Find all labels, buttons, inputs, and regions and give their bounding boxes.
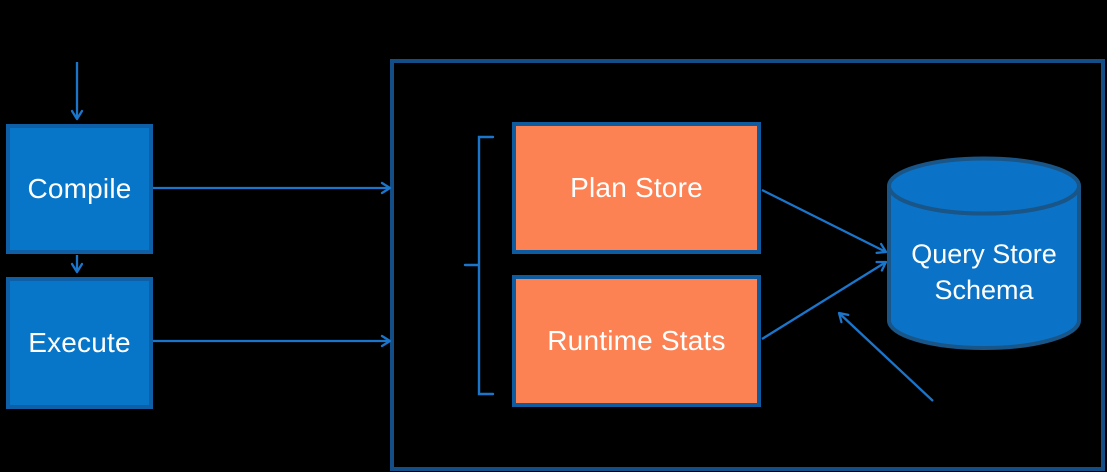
query-store-schema-label-line2: Schema xyxy=(934,275,1034,305)
plan-store-label: Plan Store xyxy=(570,172,703,203)
arrow-runtime-stats-to-schema xyxy=(761,260,888,340)
query-store-schema-cylinder xyxy=(887,156,1081,350)
execute-label: Execute xyxy=(28,327,131,358)
compile-node: Compile xyxy=(6,124,153,254)
stores-grouping-bracket xyxy=(463,135,495,396)
annotation-arrow-to-schema xyxy=(837,311,934,402)
execute-node: Execute xyxy=(6,277,153,409)
query-store-container-box xyxy=(390,59,1105,471)
runtime-stats-node: Runtime Stats xyxy=(512,275,761,407)
runtime-stats-label: Runtime Stats xyxy=(547,325,726,356)
query-store-schema-label-line1: Query Store xyxy=(911,239,1057,269)
compile-label: Compile xyxy=(27,173,132,204)
query-store-schema-label: Query Store Schema xyxy=(889,236,1079,308)
cylinder-top xyxy=(887,156,1081,216)
arrow-plan-store-to-schema xyxy=(761,188,888,255)
plan-store-node: Plan Store xyxy=(512,122,761,254)
